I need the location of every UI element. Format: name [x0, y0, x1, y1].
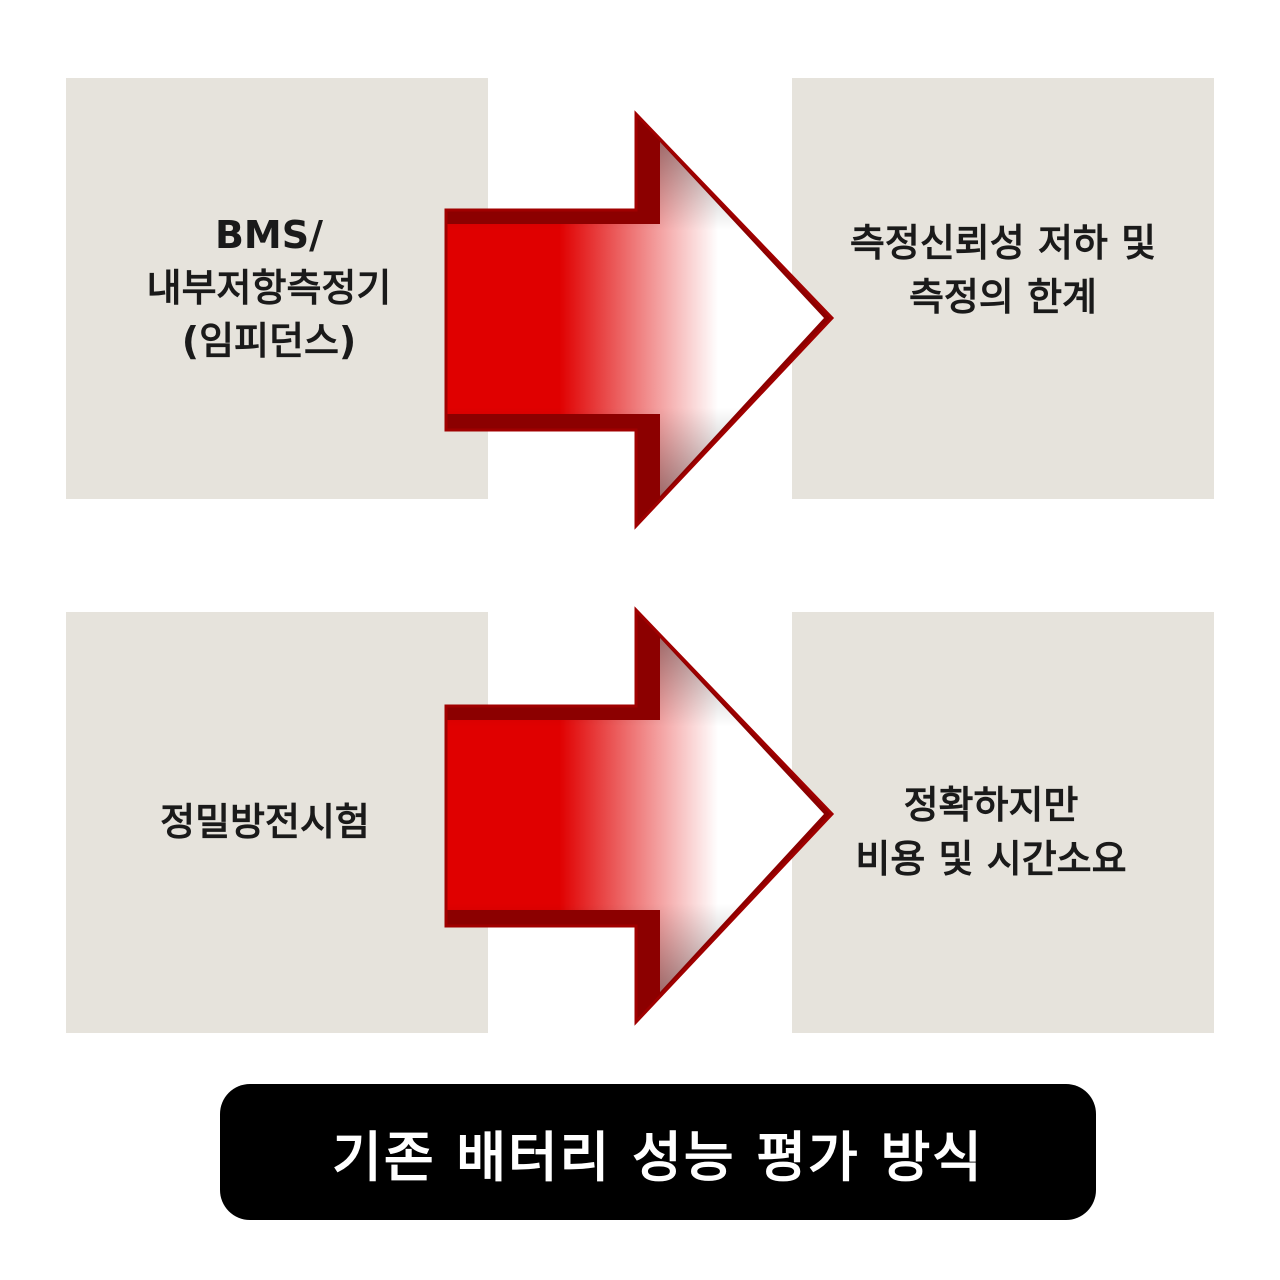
right-arrow-icon [444, 110, 835, 530]
source-line: 내부저항측정기 [146, 265, 392, 310]
source-box-discharge-test: 정밀방전시험 [66, 612, 488, 1033]
source-line: BMS/ [214, 212, 323, 257]
result-line: 정확하지만 [903, 783, 1079, 828]
source-line: (임피던스) [181, 319, 357, 364]
result-line: 비용 및 시간소요 [855, 836, 1127, 881]
source-box-bms-text: BMS/ 내부저항측정기 (임피던스) [147, 209, 392, 369]
diagram-title: 기존 배터리 성능 평가 방식 [332, 1125, 984, 1189]
result-line: 측정의 한계 [908, 274, 1097, 319]
source-box-discharge-test-text: 정밀방전시험 [160, 796, 370, 849]
result-box-discharge-test-text: 정확하지만 비용 및 시간소요 [855, 779, 1126, 885]
right-arrow-icon [444, 606, 835, 1026]
source-box-bms: BMS/ 내부저항측정기 (임피던스) [66, 78, 488, 499]
result-box-bms: 측정신뢰성 저하 및 측정의 한계 [792, 78, 1214, 499]
result-box-discharge-test: 정확하지만 비용 및 시간소요 [792, 612, 1214, 1033]
source-line: 정밀방전시험 [160, 799, 370, 844]
result-line: 측정신뢰성 저하 및 [849, 221, 1157, 266]
result-box-bms-text: 측정신뢰성 저하 및 측정의 한계 [850, 217, 1156, 323]
title-banner: 기존 배터리 성능 평가 방식 [220, 1084, 1096, 1220]
